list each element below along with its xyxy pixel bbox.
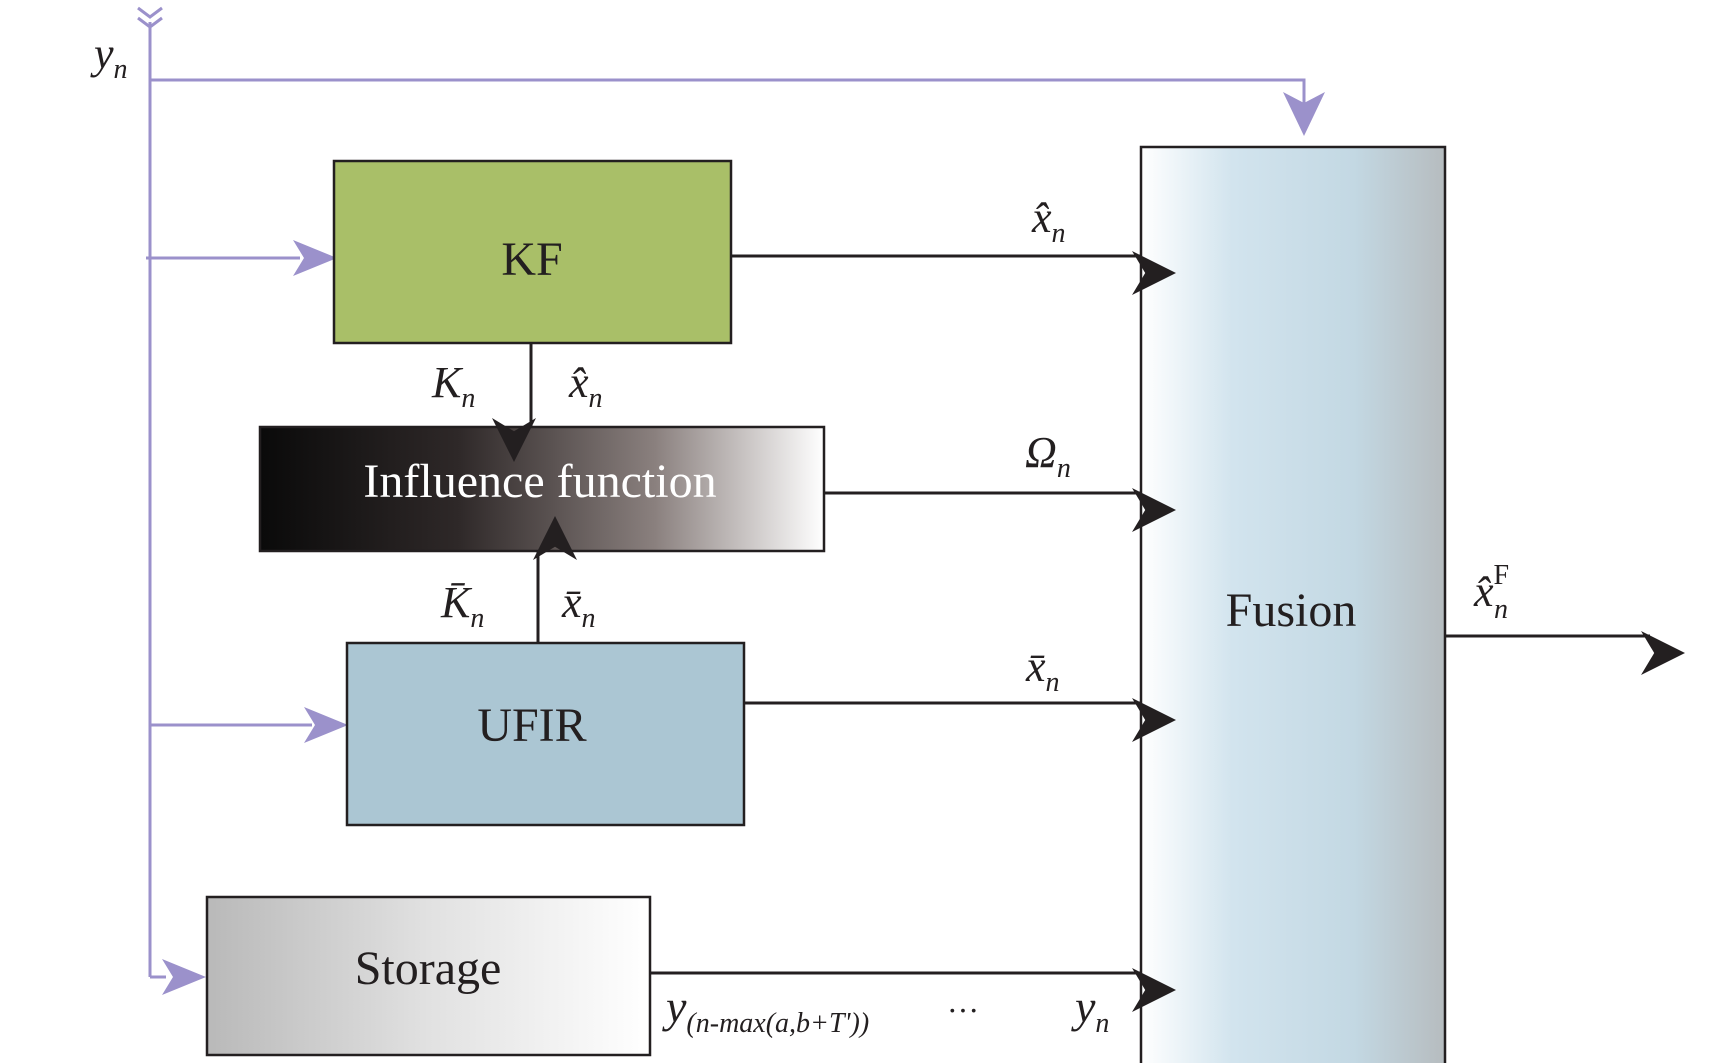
input-arrowheads — [162, 92, 1325, 995]
kf-block — [332, 159, 733, 345]
arrow-to-kf-icon — [293, 240, 337, 276]
arrow-to-storage-icon — [162, 959, 206, 995]
storage-block — [205, 895, 652, 1057]
storage-latest-label: yn — [1071, 981, 1109, 1039]
storage-ellipsis: ··· — [947, 992, 979, 1028]
kf-output-label: x̂n — [1031, 193, 1066, 249]
ufir-gain-label: K̄n — [440, 578, 484, 634]
fusion-label: Fusion — [1226, 584, 1357, 637]
input-bus — [137, 6, 1306, 979]
kf-label: KF — [501, 233, 562, 286]
input-to-fusion-line — [150, 78, 1306, 104]
arrow-to-fusion-icon — [1283, 92, 1325, 136]
omega-label: Ωn — [1025, 428, 1071, 484]
ufir-output-label: x̄n — [1025, 642, 1060, 698]
connections — [491, 251, 1686, 1013]
input-y-label: yn — [90, 29, 128, 85]
fusion-block — [1139, 145, 1447, 1063]
storage-label: Storage — [355, 942, 502, 995]
kalman-gain-label: Kn — [431, 358, 475, 414]
ufir-label: UFIR — [477, 699, 586, 752]
ufir-block — [345, 641, 746, 827]
ufir-estimate-up-label: x̄n — [561, 578, 596, 634]
input-chevron-icon — [137, 6, 163, 19]
storage-oldest-label: y(n-max(a,b+T')) — [662, 981, 869, 1039]
kf-estimate-down-label: x̂n — [568, 358, 603, 414]
arrow-to-ufir-icon — [304, 707, 348, 743]
influence-function-label: Influence function — [363, 455, 716, 508]
